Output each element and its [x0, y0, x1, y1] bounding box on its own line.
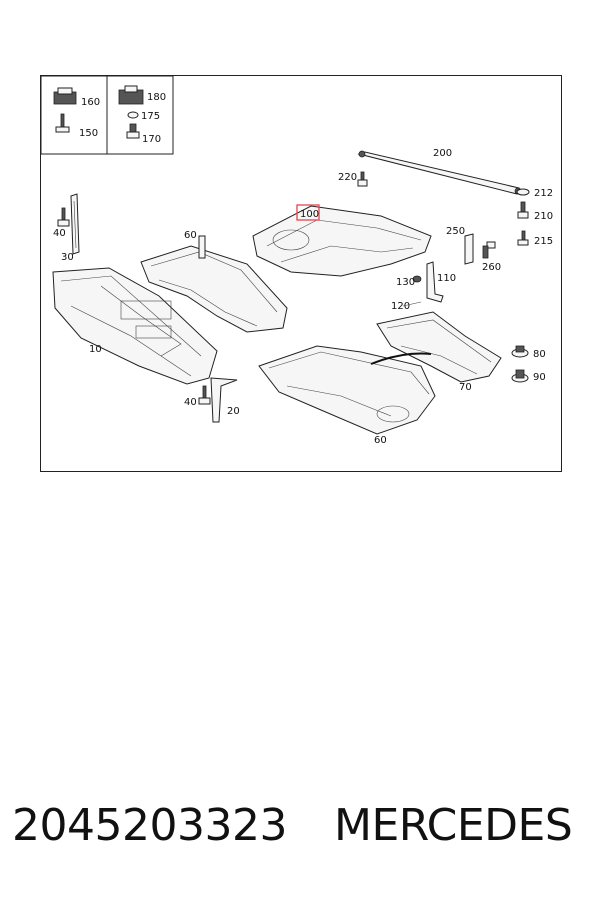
callout-150: 150: [79, 128, 98, 139]
bracket-30: [70, 193, 80, 255]
screw-150-icon: [55, 113, 70, 133]
screw-215-icon: [517, 230, 529, 246]
rubber-mount-90-icon: [511, 369, 529, 383]
frame-60-lower: [258, 345, 436, 435]
bracket-250: [464, 233, 474, 265]
callout-110: 110: [437, 273, 456, 284]
bracket-110: [426, 261, 444, 303]
leader-120: [402, 301, 422, 307]
callout-30: 30: [61, 252, 74, 263]
frame-60-upper: [140, 235, 288, 333]
brand-name: MERCEDES: [334, 800, 573, 851]
bolt-220-icon: [357, 171, 368, 187]
callout-180: 180: [147, 92, 166, 103]
callout-210: 210: [534, 211, 553, 222]
callout-120: 120: [391, 301, 410, 312]
callout-215: 215: [534, 236, 553, 247]
bolt-170-icon: [126, 123, 140, 139]
callout-170: 170: [142, 134, 161, 145]
bolt-260-icon: [482, 241, 496, 259]
callout-40-left: 40: [53, 228, 66, 239]
callout-250: 250: [446, 226, 465, 237]
underbody-shield-10: [52, 267, 218, 385]
callout-20: 20: [227, 406, 240, 417]
callout-70: 70: [459, 382, 472, 393]
highlight-box-100: [296, 204, 320, 221]
washer-175-icon: [127, 111, 139, 119]
callout-60-upper: 60: [184, 230, 197, 241]
footer: 2045203323 MERCEDES: [0, 800, 600, 860]
callout-80: 80: [533, 349, 546, 360]
callout-100: 100: [300, 209, 319, 220]
underbody-panel-100: [252, 205, 432, 277]
callout-220: 220: [338, 172, 357, 183]
washer-212-icon: [516, 188, 530, 196]
bolt-40-lower-icon: [198, 385, 211, 405]
callout-60-lower: 60: [374, 435, 387, 446]
clip-nut-180-icon: [118, 85, 144, 105]
clip-130-icon: [412, 275, 422, 283]
callout-175: 175: [141, 111, 160, 122]
diagram-canvas: 160 150 180 175 170 200 220 212 210: [41, 76, 553, 446]
bolt-40-icon: [57, 207, 70, 227]
underbody-panel-70: [376, 311, 502, 383]
part-number: 2045203323: [12, 800, 287, 851]
clip-nut-160-icon: [53, 87, 77, 105]
callout-10: 10: [89, 344, 102, 355]
callout-160: 160: [81, 97, 100, 108]
callout-212: 212: [534, 188, 553, 199]
rubber-mount-80-icon: [511, 345, 529, 358]
bolt-210-icon: [517, 201, 529, 219]
bracket-20: [210, 377, 238, 423]
callout-130: 130: [396, 277, 415, 288]
callout-200: 200: [433, 148, 452, 159]
callout-90: 90: [533, 372, 546, 383]
callout-40-lower: 40: [184, 397, 197, 408]
callout-260: 260: [482, 262, 501, 273]
parts-diagram: 160 150 180 175 170 200 220 212 210: [40, 75, 562, 472]
